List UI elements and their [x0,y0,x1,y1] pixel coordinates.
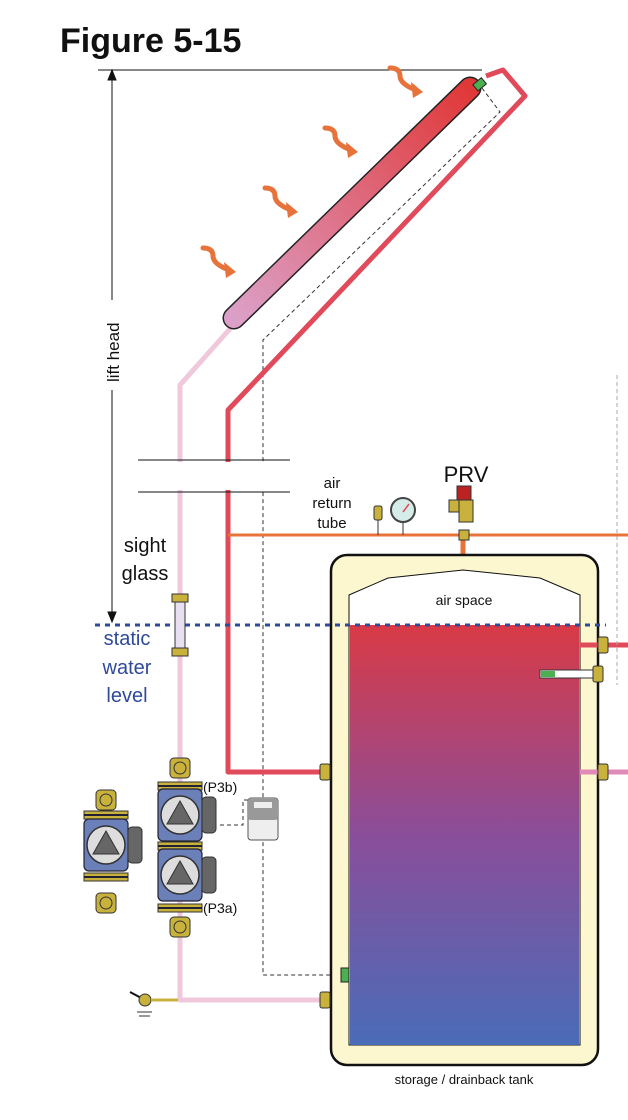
prv-label: PRV [444,462,489,487]
tank-water [350,625,579,1045]
storage-drainback-tank [329,553,600,1067]
pump-controller [247,797,279,841]
static-label-3: level [106,685,147,707]
pump-p3b-label: (P3b) [203,779,237,795]
drain-valve [129,991,178,1017]
pressure-relief-valve [448,485,474,541]
tank-label: storage / drainback tank [395,1072,534,1087]
single-pump-station [83,789,143,914]
pipe-break-lines [130,459,300,493]
sight-glass [171,593,189,657]
air-return-label-1: air [324,475,341,492]
lift-head-label: lift head [104,322,123,382]
air-vent [373,505,383,535]
static-label-2: water [102,657,152,679]
sight-glass-label-2: glass [122,563,169,585]
tank-sensor-well [539,665,604,683]
collector-sensor [472,77,488,92]
controller-wire [220,799,248,826]
return-pipe [225,67,528,775]
solar-radiation-arrows [200,65,419,273]
figure-title: Figure 5-15 [60,22,241,60]
tank-bottom-sensor [340,967,350,983]
supply-pipe [177,320,350,1003]
sensor-wire [262,87,501,976]
air-return-label-2: return [312,495,351,512]
sight-glass-label-1: sight [124,535,167,557]
air-space-label: air space [436,592,493,608]
pump-p3a-label: (P3a) [203,900,237,916]
static-label-1: static [104,628,151,650]
pressure-gauge-icon [390,497,416,535]
air-return-label-3: tube [317,515,346,532]
